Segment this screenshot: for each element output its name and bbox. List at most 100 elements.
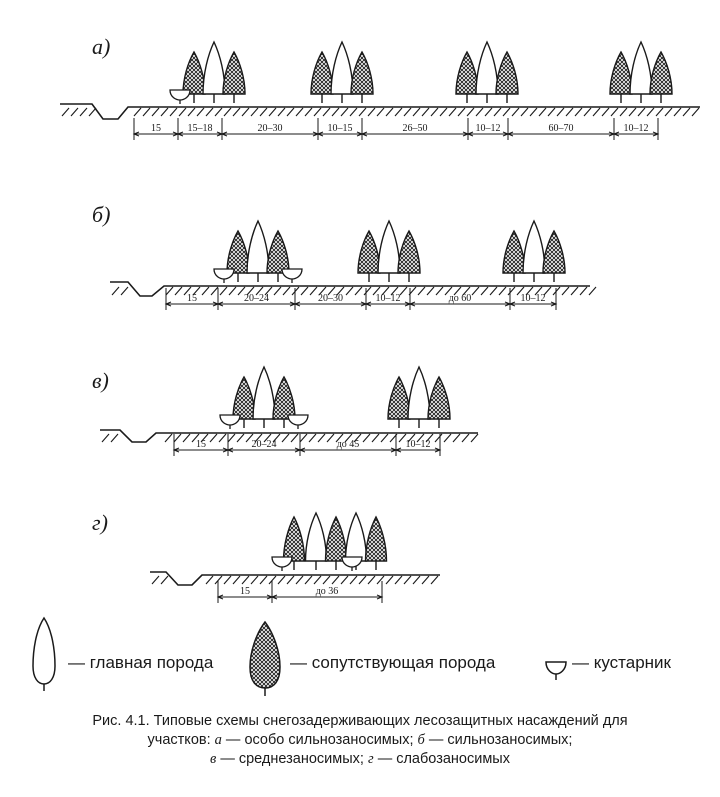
belt <box>455 40 519 103</box>
dimension-label: до 60 <box>449 293 472 304</box>
dimension-label: 20–30 <box>318 293 343 304</box>
caption-letter-g: г <box>367 751 374 767</box>
main-tree <box>304 511 328 562</box>
companion-tree <box>282 515 306 562</box>
main-tree <box>202 40 226 95</box>
companion-tree <box>324 515 348 562</box>
belt <box>387 365 451 428</box>
companion-tree <box>182 50 206 95</box>
caption-text-b: — сильнозаносимых; <box>428 732 573 748</box>
belt <box>169 40 246 104</box>
dimension-label: 20–24 <box>252 439 277 450</box>
scheme-b: б) 15 20–24 20–30 10–12 до 60 10–12 <box>92 202 597 310</box>
companion-tree <box>357 229 381 274</box>
caption-line-1: Рис. 4.1. Типовые схемы снегозадерживающ… <box>20 712 700 731</box>
companion-tree <box>427 375 451 420</box>
legend: — главная порода — сопутствующая порода … <box>32 616 672 696</box>
companion-tree <box>609 50 633 95</box>
companion-tree <box>542 229 566 274</box>
legend-shrub: — кустарник <box>572 653 672 672</box>
belt <box>219 365 309 429</box>
companion-tree <box>397 229 421 274</box>
ground-line <box>110 281 590 297</box>
dimension-label: 15 <box>196 439 206 450</box>
scheme-a-label: а) <box>92 34 110 59</box>
main-tree <box>344 511 368 562</box>
belt <box>357 219 421 282</box>
dimension-line: 15 20–24 до 45 10–12 <box>172 434 442 456</box>
main-tree <box>246 219 270 274</box>
dimension-label: 60–70 <box>549 123 574 134</box>
ground-line <box>150 571 440 586</box>
belt <box>213 219 303 283</box>
scheme-v: в) 15 20–24 до 45 10–12 <box>92 365 479 456</box>
hatch-ground <box>151 575 439 585</box>
dimension-label: 10–12 <box>624 123 649 134</box>
main-tree <box>252 365 276 420</box>
legend-companion-species: — сопутствующая порода <box>290 653 496 672</box>
hatch-ground <box>61 107 700 117</box>
companion-tree <box>350 50 374 95</box>
ground-line <box>60 103 700 120</box>
caption-text-v: — среднезаносимых; <box>220 751 364 767</box>
main-tree <box>377 219 401 274</box>
ground-line <box>100 429 478 443</box>
companion-tree <box>387 375 411 420</box>
shrub <box>281 268 303 280</box>
main-tree <box>330 40 354 95</box>
dimension-label: до 36 <box>316 586 339 597</box>
shrub <box>213 268 235 280</box>
scheme-b-label: б) <box>92 202 110 227</box>
companion-tree <box>232 375 256 420</box>
dimension-label: 20–24 <box>244 293 269 304</box>
dimension-label: 10–12 <box>476 123 501 134</box>
companion-tree <box>455 50 479 95</box>
shrub <box>341 556 363 568</box>
companion-tree <box>272 375 296 420</box>
caption-letter-a: а <box>214 732 222 748</box>
main-tree <box>475 40 499 95</box>
dimension-label: 15 <box>187 293 197 304</box>
caption-line-3: в — среднезаносимых; г — слабозаносимых <box>20 750 700 769</box>
main-tree <box>407 365 431 420</box>
dimension-label: 10–12 <box>376 293 401 304</box>
belt-wide <box>271 511 388 571</box>
belt <box>502 219 566 282</box>
shrub <box>219 414 241 426</box>
dimension-label: 10–12 <box>406 439 431 450</box>
dimension-label: 15–18 <box>188 123 213 134</box>
main-species-icon <box>32 616 56 685</box>
caption-line-2: участков: а — особо сильнозаносимых; б —… <box>20 731 700 750</box>
dimension-label: до 45 <box>337 439 360 450</box>
dimension-label: 15 <box>151 123 161 134</box>
dimension-label: 10–15 <box>328 123 353 134</box>
belt <box>609 40 673 103</box>
companion-tree <box>226 229 250 274</box>
scheme-v-label: в) <box>92 368 109 393</box>
companion-tree <box>222 50 246 95</box>
dimension-label: 10–12 <box>521 293 546 304</box>
main-tree <box>522 219 546 274</box>
dimension-line: 15 20–24 20–30 10–12 до 60 10–12 <box>164 288 558 310</box>
dimension-label: 26–50 <box>403 123 428 134</box>
companion-tree <box>502 229 526 274</box>
main-tree <box>629 40 653 95</box>
dimension-label: 15 <box>240 586 250 597</box>
companion-species-icon <box>249 620 281 689</box>
shrub <box>271 556 293 568</box>
shrub-icon <box>545 661 567 675</box>
companion-tree <box>495 50 519 95</box>
caption-letter-v: в <box>210 751 217 767</box>
companion-tree <box>364 515 388 562</box>
caption-title: Рис. 4.1. Типовые схемы снегозадерживающ… <box>92 713 628 729</box>
hatch-ground <box>111 286 597 296</box>
dimension-line: 15 до 36 <box>216 581 384 603</box>
caption-text-g: — слабозаносимых <box>377 751 510 767</box>
shrub <box>169 89 191 101</box>
scheme-g-label: г) <box>92 510 108 535</box>
companion-tree <box>310 50 334 95</box>
figure-caption: Рис. 4.1. Типовые схемы снегозадерживающ… <box>20 712 700 769</box>
legend-main-species: — главная порода <box>68 653 214 672</box>
